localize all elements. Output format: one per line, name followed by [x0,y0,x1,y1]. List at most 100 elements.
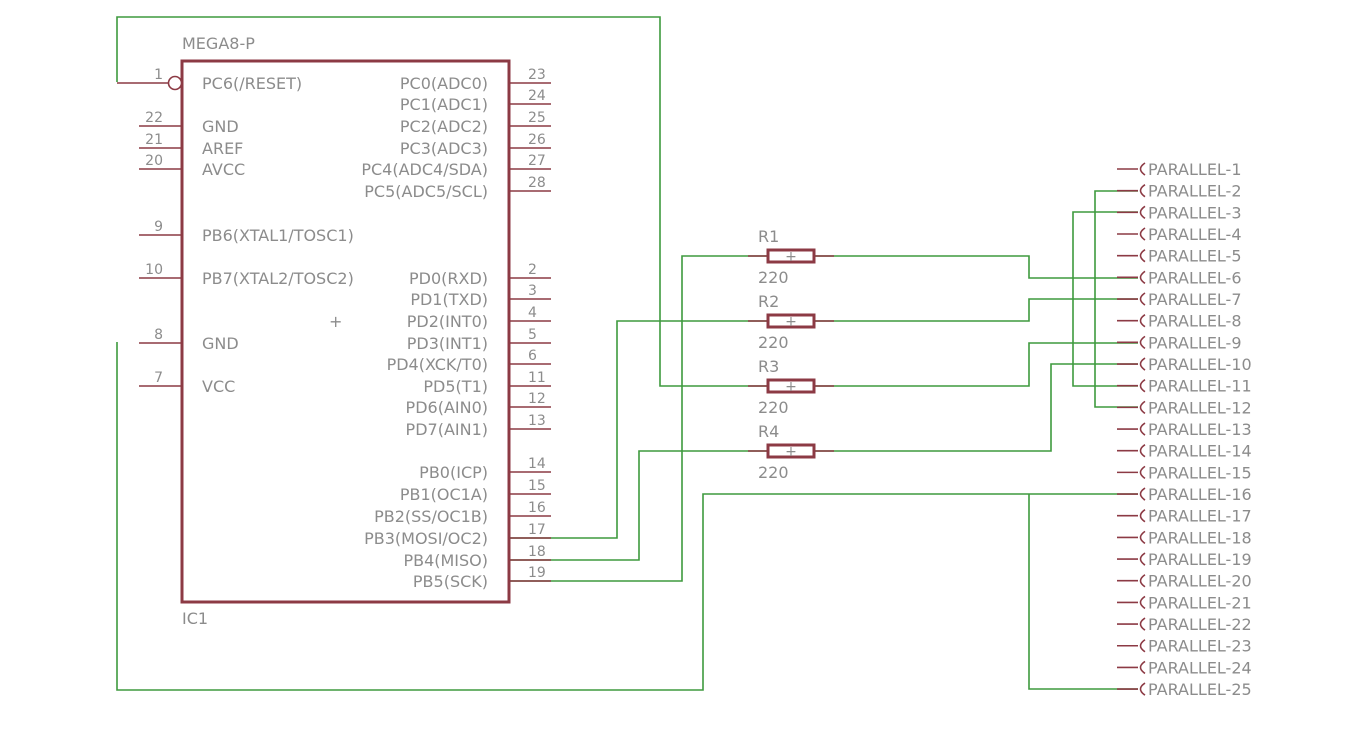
ic1-pin-10[interactable]: 10 PB7(XTAL2/TOSC2) [139,262,354,288]
wire-pb4 [510,450,768,561]
wire-gnd [116,342,1138,691]
connector-pin-23[interactable]: PARALLEL-23 [1117,637,1252,656]
connector-pin-7[interactable]: PARALLEL-7 [1117,290,1242,309]
connector-pin-14[interactable]: PARALLEL-14 [1117,442,1252,461]
connector-pin-2[interactable]: PARALLEL-2 [1117,182,1242,201]
connector-pin-8[interactable]: PARALLEL-8 [1117,312,1242,331]
resistor-body [766,378,816,394]
pin-number: 23 [528,67,546,83]
connector-pin-label: PARALLEL-4 [1148,225,1242,244]
connector-socket-icon [1139,227,1146,241]
connector-pin-20[interactable]: PARALLEL-20 [1117,572,1252,591]
connector-pin-12[interactable]: PARALLEL-12 [1117,398,1252,417]
pin-number: 7 [154,370,163,386]
connector-socket-icon [1139,465,1146,480]
ic1-pin-2[interactable]: 2 PD0(RXD) [409,262,551,288]
connector-pin-4[interactable]: PARALLEL-4 [1117,225,1242,244]
pin-number: 5 [528,327,537,343]
connector-pin-18[interactable]: PARALLEL-18 [1117,528,1252,547]
connector-pin-10[interactable]: PARALLEL-10 [1117,355,1252,374]
connector-pin-1[interactable]: PARALLEL-1 [1117,160,1242,179]
connector-pin-21[interactable]: PARALLEL-21 [1117,593,1252,612]
connector-pin-label: PARALLEL-13 [1148,420,1252,439]
pin-label: GND [202,117,239,136]
resistor-ref: R1 [758,227,779,246]
connector-pin-6[interactable]: PARALLEL-6 [1117,268,1242,287]
wire-r3-out [814,342,1138,387]
pin-number: 2 [528,262,537,278]
connector-pin-25[interactable]: PARALLEL-25 [1117,680,1252,699]
connector-pin-label: PARALLEL-12 [1148,398,1252,417]
pin-label: PB2(SS/OC1B) [374,507,488,526]
pin-label: PD0(RXD) [409,269,488,288]
connector-pin-17[interactable]: PARALLEL-17 [1117,507,1252,526]
pin-number: 10 [145,262,163,278]
wire-r2-out [814,298,1138,322]
pin-label: PC2(ADC2) [400,117,488,136]
reset-inversion-bubble [167,75,183,91]
pin-number: 6 [528,348,537,364]
connector-pin-13[interactable]: PARALLEL-13 [1117,420,1252,439]
wire-p3-p11 [1072,211,1138,387]
connector-pin-label: PARALLEL-18 [1148,528,1252,547]
pin-number: 21 [145,132,163,148]
connector-pin-3[interactable]: PARALLEL-3 [1117,203,1242,222]
resistor-body [766,443,816,459]
connector-pin-24[interactable]: PARALLEL-24 [1117,658,1252,677]
pin-number: 15 [528,478,546,494]
connector-pin-label: PARALLEL-1 [1148,160,1242,179]
pin-number: 8 [154,327,163,343]
pin-label: PB7(XTAL2/TOSC2) [202,269,354,288]
wire-reset [116,16,768,387]
connector-socket-icon [1139,292,1146,306]
pin-number: 4 [528,305,537,321]
connector-pin-22[interactable]: PARALLEL-22 [1117,615,1252,634]
connector-pin-15[interactable]: PARALLEL-15 [1117,463,1252,482]
connector-pin-5[interactable]: PARALLEL-5 [1117,247,1242,266]
connector-pin-19[interactable]: PARALLEL-19 [1117,550,1252,569]
connector-socket-icon [1139,162,1146,176]
connector-pin-label: PARALLEL-6 [1148,268,1242,287]
connector-pin-16[interactable]: PARALLEL-16 [1117,485,1252,504]
pin-label: PB4(MISO) [403,551,488,570]
connector-pin-11[interactable]: PARALLEL-11 [1117,377,1252,396]
connector-pin-9[interactable]: PARALLEL-9 [1117,333,1242,352]
resistor-ref: R3 [758,357,779,376]
ic1-ref: IC1 [182,609,208,628]
connector-pin-label: PARALLEL-15 [1148,463,1252,482]
pin-number: 3 [528,283,537,299]
connector-socket-icon [1139,660,1146,675]
connector-pin-label: PARALLEL-8 [1148,312,1242,331]
